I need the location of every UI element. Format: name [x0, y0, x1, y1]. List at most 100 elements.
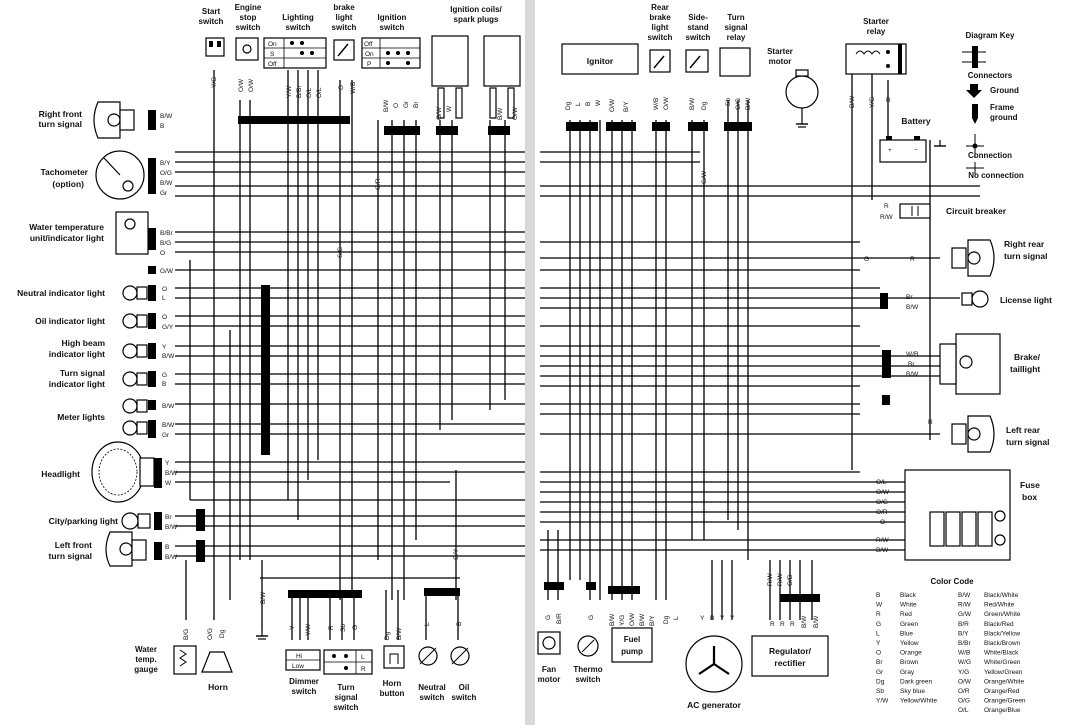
- ac-generator-label: AC generator: [687, 700, 742, 710]
- ignitor: Ignitor Dg L B W O/W B/Y: [561, 43, 639, 112]
- meter-lights: Meter lights B/W B/W Gr: [57, 398, 175, 439]
- ignition-pos-on: On: [365, 51, 374, 58]
- color-code-abbr: B/Y: [958, 630, 969, 637]
- starter-relay: Starter relay B/W Y/G R: [845, 17, 907, 108]
- brake-tail-label-1: Brake/: [1014, 352, 1041, 362]
- wire-label: L: [162, 295, 166, 302]
- water-gauge-label-1: Water: [135, 645, 157, 654]
- starter-motor: Starter motor: [767, 47, 819, 128]
- color-code-abbr: R/W: [958, 602, 972, 609]
- color-code-name: Black/Red: [984, 621, 1014, 628]
- wire-label: O: [160, 250, 165, 257]
- wire-label: G: [864, 256, 869, 263]
- starter-motor-label-2: motor: [769, 57, 792, 66]
- wire-label: G: [545, 615, 552, 620]
- water-temp-gauge: Water temp. gauge B/G: [134, 629, 197, 675]
- wire-label: R: [770, 621, 775, 628]
- wire-label: B/W: [639, 613, 646, 626]
- wire-label: B: [585, 102, 592, 106]
- lr-turn-label-1: Left rear: [1006, 425, 1041, 435]
- wire-label: B/W: [165, 554, 178, 561]
- water-temperature-unit: Water temperature unit/indicator light B…: [29, 211, 174, 275]
- side-stand-label-1: Side-: [688, 13, 708, 22]
- wire-label: R: [790, 621, 795, 628]
- wire-label: Y: [162, 344, 167, 351]
- ignition-switch: Off On P Ignition switch B/W O Gr Br: [361, 13, 421, 112]
- fan-motor-label-2: motor: [538, 675, 561, 684]
- fuel-pump: Fuel pump B/W Y/G O/W B/W B/Y: [609, 612, 656, 663]
- color-code-name: Black: [900, 592, 917, 599]
- color-code-abbr: Y: [876, 640, 881, 647]
- oil-switch: Oil switch B: [450, 622, 477, 702]
- left-rear-turn-signal: Left rear turn signal R: [928, 415, 1049, 453]
- wire-label: L: [424, 622, 431, 626]
- wire-label: O/G: [207, 628, 214, 640]
- wire-label: Br: [413, 101, 420, 108]
- right-front-turn-label-2: turn signal: [39, 119, 82, 129]
- color-code-abbr: O/L: [958, 707, 969, 714]
- wire-label: Gr: [162, 432, 170, 439]
- wire-label: B/W: [813, 615, 820, 628]
- wire-label: Dg: [701, 101, 708, 110]
- wire-label: B/W: [849, 95, 856, 108]
- color-code-name: Black/Brown: [984, 640, 1021, 647]
- brake-tail-label-2: taillight: [1010, 364, 1040, 374]
- engine-stop-label-3: switch: [236, 23, 261, 32]
- wire-label: O/W: [876, 489, 890, 496]
- ignition-switch-label-2: switch: [380, 23, 405, 32]
- wire-label: W: [595, 99, 602, 106]
- wire-label: B/W: [689, 97, 696, 110]
- coils-label-2: spark plugs: [454, 15, 499, 24]
- engine-stop-switch: Engine stop switch O/W O/W: [235, 3, 262, 92]
- wire-label: B/W: [160, 113, 173, 120]
- water-temp-label-2: unit/indicator light: [30, 233, 104, 243]
- lighting-switch-label-2: switch: [286, 23, 311, 32]
- ignition-switch-label-1: Ignition: [378, 13, 407, 22]
- lighting-switch: On S Off Lighting switch Y/W B/Br O/L O/…: [263, 13, 327, 98]
- relay-label-1: Turn: [727, 13, 744, 22]
- color-code-abbr: Br: [876, 659, 883, 666]
- key-connection: Connection: [968, 151, 1012, 160]
- turn-pos-r: R: [361, 666, 366, 673]
- color-code-abbr: Sb: [876, 688, 884, 695]
- lighting-pos-off: Off: [268, 61, 277, 68]
- engine-stop-label-2: stop: [240, 13, 257, 22]
- battery-label: Battery: [901, 116, 931, 126]
- wire-label: B/W: [876, 547, 889, 554]
- wire-label: Y: [700, 615, 705, 622]
- rear-brake-label-2: brake: [649, 13, 671, 22]
- wire-label: Y: [720, 615, 725, 622]
- regulator-label-1: Regulator/: [769, 646, 812, 656]
- key-no-connection: No connection: [968, 171, 1024, 180]
- water-gauge-label-3: gauge: [134, 665, 158, 674]
- dimmer-label-1: Dimmer: [289, 677, 319, 686]
- wire-label: B/Br: [160, 230, 173, 237]
- diagram-key-title: Diagram Key: [966, 31, 1015, 40]
- wire-label: O/W: [663, 96, 670, 110]
- oil-indicator-label: Oil indicator light: [35, 316, 105, 326]
- circuit-breaker: Circuit breaker R R/W: [880, 203, 1007, 221]
- wire-label: B/Y: [623, 101, 630, 112]
- wire-label: R: [328, 625, 335, 630]
- right-rear-turn-signal: Right rear turn signal G R: [864, 239, 1047, 277]
- wire-label: W: [165, 480, 172, 487]
- right-connector-blocks: [544, 122, 891, 602]
- wire-label: B/W: [162, 403, 175, 410]
- headlight-label: Headlight: [41, 469, 80, 479]
- oil-switch-label-2: switch: [452, 693, 477, 702]
- start-switch-label-2: switch: [199, 17, 224, 26]
- fan-motor-label-1: Fan: [542, 665, 556, 674]
- turn-signal-relay: Turn signal relay Sb O/G B/W: [719, 13, 752, 110]
- water-temp-label-1: Water temperature: [29, 222, 104, 232]
- left-vertical-wires: [185, 70, 506, 640]
- brake-switch-label-1: brake: [333, 3, 355, 12]
- color-code-name: Red/White: [984, 602, 1015, 609]
- neutral-indicator-light: Neutral indicator light O L: [17, 285, 167, 302]
- wire-label: B: [710, 615, 714, 622]
- wire-label: Y: [165, 460, 170, 467]
- wire-label: G/W: [701, 170, 708, 184]
- ignitor-label: Ignitor: [587, 56, 614, 66]
- wire-label: B/W: [383, 99, 390, 112]
- dimmer-pos-hi: Hi: [296, 653, 302, 660]
